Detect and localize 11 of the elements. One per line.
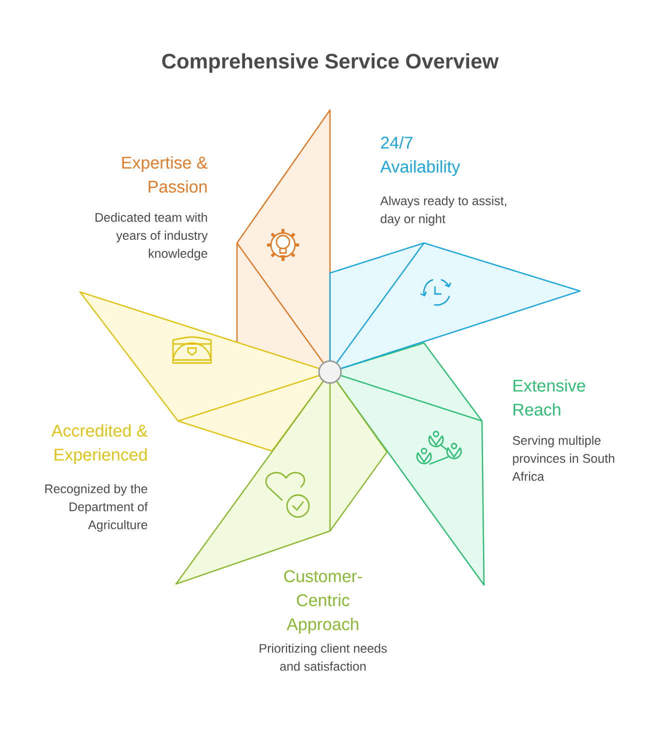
title: Comprehensive Service Overview [162, 53, 499, 73]
description: Always ready to assist, day or night [380, 196, 506, 226]
description: Recognized by the Department of Agriculture [45, 484, 148, 532]
heading: Extensive Reach [514, 379, 586, 416]
heading: Customer-Centric Approach [284, 570, 362, 634]
heading: Accredited & Experienced [51, 424, 148, 464]
description: Dedicated team with years of industry knowledge [96, 212, 208, 260]
description: Serving multiple provinces in South Africa [512, 436, 614, 481]
heading: 24/7 Availability [380, 136, 460, 176]
heading: Expertise & Passion [122, 156, 208, 193]
description: Prioritizing client needs and satisfaction [260, 644, 387, 671]
